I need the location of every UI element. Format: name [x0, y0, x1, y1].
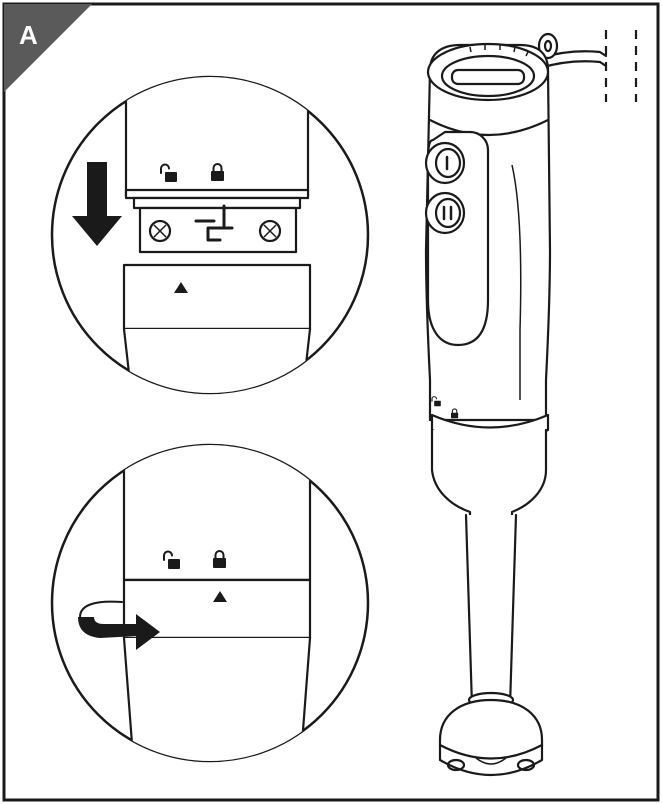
- panel-label: A: [19, 20, 38, 50]
- left-screw-icon: [148, 219, 172, 243]
- bayonet-slot-icon: [194, 204, 234, 242]
- speed-button-one-icon: [424, 141, 466, 185]
- curved-rotate-arrow-icon: [78, 600, 160, 650]
- zoom-circle-lock: [50, 443, 370, 763]
- triangle-marker-icon-2: [213, 591, 227, 602]
- speed-button-two-icon: [424, 191, 466, 235]
- down-arrow-icon: [72, 162, 122, 246]
- hand-blender-illustration: [424, 30, 638, 776]
- zoom-circle-attach: [50, 75, 370, 395]
- right-screw-icon: [258, 219, 282, 243]
- panel-label-tab: A: [4, 4, 92, 92]
- triangle-marker-icon: [174, 282, 188, 293]
